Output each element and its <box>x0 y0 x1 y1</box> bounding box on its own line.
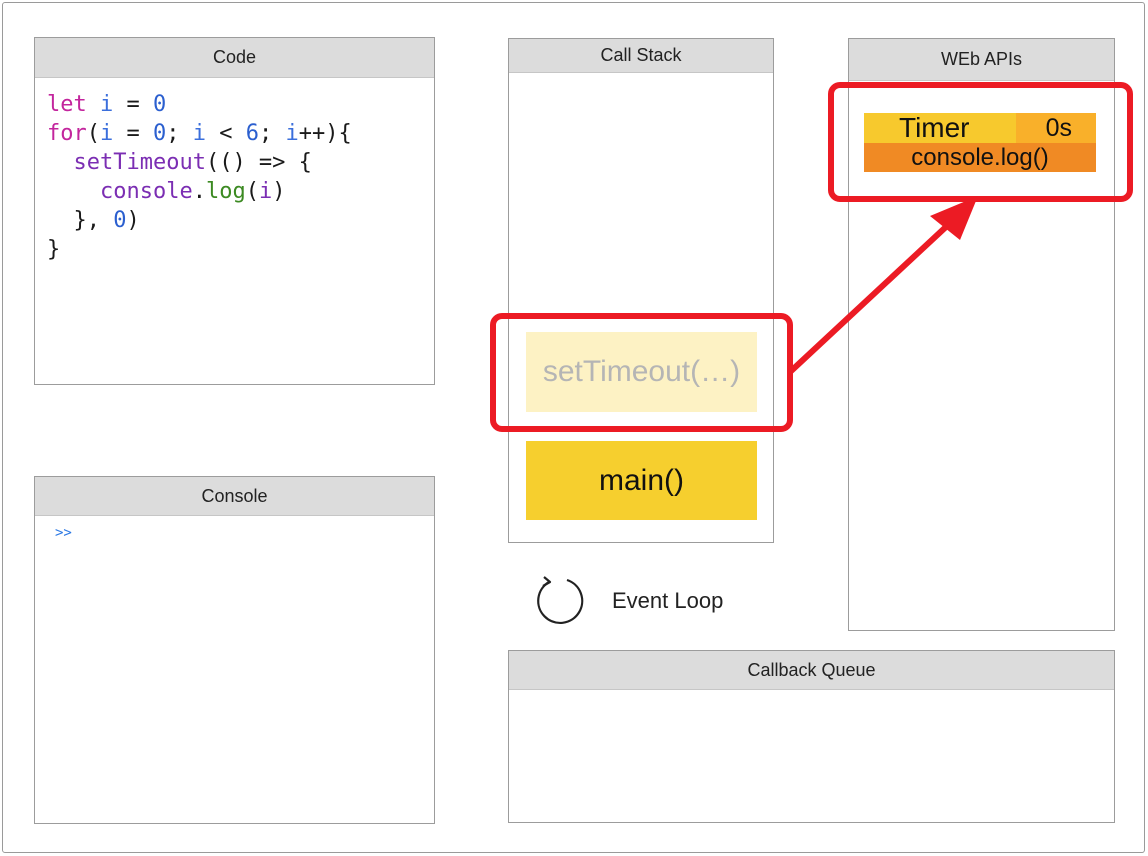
timer-entry: Timer 0s console.log() <box>864 113 1096 172</box>
code-token: i <box>192 121 206 146</box>
code-line: } <box>47 235 434 264</box>
code-token: for <box>47 121 87 146</box>
console-panel-title: Console <box>35 477 434 516</box>
console-prompt[interactable]: >> <box>55 525 72 541</box>
code-token: ; <box>259 121 286 146</box>
code-token <box>47 150 74 175</box>
stack-frame-settimeout: setTimeout(…) <box>526 332 757 412</box>
code-token: } <box>47 237 61 262</box>
timer-time: 0s <box>1016 113 1096 143</box>
code-token: ++){ <box>298 121 352 146</box>
code-line: let i = 0 <box>47 90 434 119</box>
code-token: ; <box>166 121 193 146</box>
timer-callback: console.log() <box>864 143 1096 172</box>
callback-queue-title: Callback Queue <box>509 651 1114 690</box>
web-apis-title: WEb APIs <box>849 39 1114 81</box>
code-token: setTimeout <box>73 150 206 175</box>
highlight-settimeout-frame <box>490 313 793 432</box>
event-loop: Event Loop <box>532 572 752 628</box>
code-token: }, <box>47 208 114 233</box>
code-token: i <box>99 92 114 117</box>
code-token: < <box>206 121 246 146</box>
event-loop-label: Event Loop <box>612 588 724 613</box>
call-stack-title: Call Stack <box>509 39 773 73</box>
stack-frame-main: main() <box>526 441 757 520</box>
code-token: console <box>99 179 193 204</box>
code-token: i <box>285 121 299 146</box>
code-token <box>47 179 100 204</box>
console-panel: Console >> <box>34 476 435 824</box>
code-token: i <box>100 121 114 146</box>
code-line: console.log(i) <box>47 177 434 206</box>
code-token: 0 <box>153 121 167 146</box>
code-token: ( <box>86 121 100 146</box>
timer-label: Timer <box>864 113 1016 143</box>
code-line: }, 0) <box>47 206 434 235</box>
web-apis-panel: WEb APIs Timer 0s console.log() <box>848 38 1115 631</box>
code-token: log <box>205 179 246 204</box>
callback-queue-panel: Callback Queue <box>508 650 1115 823</box>
event-loop-icon <box>537 576 584 625</box>
code-token: ) <box>272 179 286 204</box>
timer-row: Timer 0s <box>864 113 1096 143</box>
highlight-timer-entry <box>828 82 1133 202</box>
code-line: setTimeout(() => { <box>47 148 434 177</box>
code-token: (() => { <box>205 150 312 175</box>
code-token: 6 <box>245 121 259 146</box>
code-panel-title: Code <box>35 38 434 78</box>
code-token: = <box>113 121 153 146</box>
code-token: ( <box>245 179 259 204</box>
code-token: ) <box>126 208 140 233</box>
code-token: . <box>192 179 206 204</box>
code-token: 0 <box>152 92 167 117</box>
call-stack-panel: Call Stack setTimeout(…) main() <box>508 38 774 543</box>
code-line: for(i = 0; i < 6; i++){ <box>47 119 434 148</box>
code-token: 0 <box>113 208 127 233</box>
code-token: let <box>47 92 100 117</box>
code-token: i <box>258 179 273 204</box>
code-token: = <box>113 92 153 117</box>
